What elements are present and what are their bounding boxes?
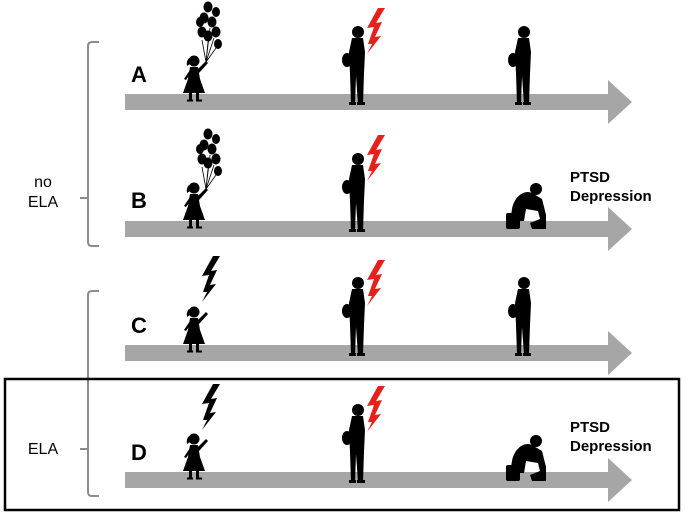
row-letter-a: A — [131, 62, 147, 87]
adult-silhouette-icon — [342, 153, 365, 232]
highlight-box-row-d — [3, 377, 681, 512]
adult-silhouette-icon — [342, 404, 365, 483]
adult-silhouette-icon — [508, 26, 531, 105]
girl-with-balloons-icon — [183, 128, 223, 229]
timeline-arrow-c — [125, 331, 632, 375]
row-letter-d: D — [131, 440, 147, 465]
adult-stress-bolt-icon — [367, 135, 385, 181]
early-stress-bolt-icon — [202, 256, 220, 302]
timeline-arrow-a — [125, 80, 632, 124]
group-label-no-ela-line1: no — [34, 174, 52, 191]
adult-silhouette-icon — [342, 277, 365, 356]
adult-stress-bolt-icon — [367, 260, 385, 306]
group-label-ela: ELA — [27, 441, 59, 458]
timeline-arrow-d — [125, 458, 632, 502]
outcome-depression: Depression — [570, 188, 652, 205]
adult-silhouette-icon — [508, 277, 531, 356]
bracket-ela — [80, 290, 99, 497]
adult-stress-bolt-icon — [367, 386, 385, 432]
early-stress-bolt-icon — [202, 384, 220, 430]
row-letter-b: B — [131, 188, 147, 213]
outcome-ptsd: PTSD — [570, 419, 611, 436]
row-letter-c: C — [131, 313, 147, 338]
bracket-no-ela — [80, 41, 99, 247]
outcome-depression: Depression — [570, 438, 652, 455]
outcome-label-b: PTSD Depression — [570, 168, 652, 206]
timeline-arrow-b — [125, 207, 632, 251]
group-label-no-ela: no ELA — [18, 173, 68, 213]
outcome-ptsd: PTSD — [570, 169, 611, 186]
group-label-no-ela-line2: ELA — [27, 194, 59, 211]
girl-with-balloons-icon — [183, 1, 223, 102]
outcome-label-d: PTSD Depression — [570, 418, 652, 456]
adult-stress-bolt-icon — [367, 8, 385, 54]
adult-silhouette-icon — [342, 26, 365, 105]
